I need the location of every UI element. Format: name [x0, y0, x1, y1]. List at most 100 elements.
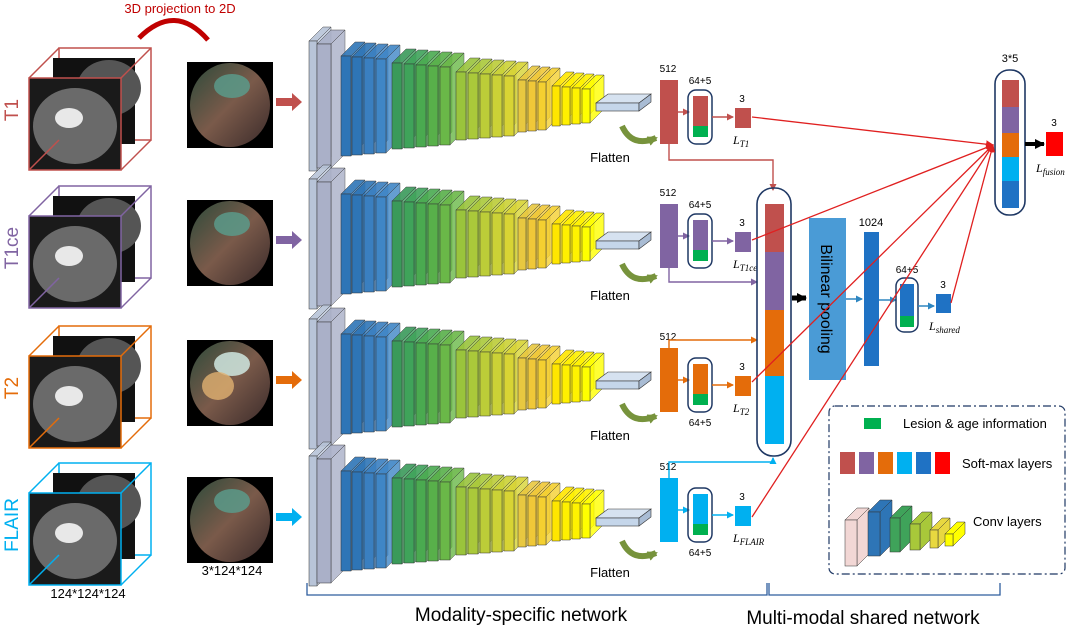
t1-conv-layer-4 — [351, 56, 363, 156]
concat-t1ce-block — [765, 252, 784, 310]
concat-t1-block — [765, 204, 784, 252]
t1ce-conv-layer-3 — [340, 193, 352, 295]
t1-fc-size: 512 — [660, 64, 677, 75]
flair-lesion — [55, 523, 83, 543]
concat-capsule — [756, 187, 792, 457]
t1-conv-layer-9 — [415, 64, 427, 148]
t1ce-flatten-bar-side — [638, 231, 652, 250]
t1ce-fc-block — [660, 204, 678, 268]
multimodal-shared-label: Multi-modal shared network — [746, 608, 980, 629]
t1ce-projection-image — [187, 200, 273, 286]
t1-lesion — [55, 108, 83, 128]
t1ce-conv-layer-21 — [561, 224, 571, 264]
t2-to-concat-arrow — [668, 336, 758, 348]
flair-to-fusion-arrow — [751, 144, 994, 518]
shared-lesion-block — [900, 316, 914, 327]
t1ce-conv-layer-14 — [479, 211, 491, 277]
fusion-flair-block — [1002, 157, 1019, 181]
modality-specific-bracket — [306, 583, 768, 596]
t2-conv-layer-20 — [551, 363, 561, 405]
t1-conv-layer-5 — [363, 57, 375, 155]
t1-flatten-arrow — [619, 124, 658, 146]
t1-conv-layer-7 — [391, 62, 403, 150]
t1-conv-layer-11 — [439, 66, 451, 146]
t1ce-small-size: 64+5 — [689, 200, 712, 211]
legend-conv-2 — [867, 511, 881, 557]
t2-conv-layer-16 — [503, 353, 515, 415]
flair-conv-layer-16 — [503, 490, 515, 552]
t2-out-block — [735, 376, 751, 396]
fusion-concat-size: 3*5 — [1002, 53, 1019, 65]
t1ce-conv-layer-10 — [427, 203, 439, 285]
flair-conv-layer-20 — [551, 500, 561, 542]
t1ce-conv-layer-22 — [571, 225, 581, 263]
t1ce-conv-layer-23 — [581, 226, 591, 262]
shared-to-fusion-arrow — [950, 144, 996, 304]
flair-conv-layer-12 — [455, 486, 467, 556]
fusion-out-size: 3 — [1051, 118, 1057, 129]
t2-conv-layer-2 — [316, 321, 332, 447]
t1-flatten-label: Flatten — [590, 150, 630, 165]
t1-conv-layer-14 — [479, 73, 491, 139]
legend-conv-5 — [929, 529, 939, 549]
flair-small-size: 64+5 — [689, 548, 712, 559]
flair-conv-layer-11 — [439, 481, 451, 561]
t1ce-conv-layer-15 — [491, 212, 503, 276]
t1ce-modality-label: T1ce — [2, 227, 23, 269]
t1ce-conv-layer-8 — [403, 201, 415, 287]
flair-conv-layer-2 — [316, 458, 332, 584]
t1-conv-layer-23 — [581, 88, 591, 124]
t1-conv-layer-13 — [467, 72, 479, 140]
legend-softmax-label: Soft-max layers — [962, 456, 1053, 471]
bilinear-pooling-block — [809, 218, 846, 380]
fusion-t1-block — [1002, 80, 1019, 107]
t2-small-size: 64+5 — [689, 418, 712, 429]
flair-conv-layer-19 — [537, 496, 547, 546]
legend-conv-4 — [909, 523, 921, 551]
fusion-t2-block — [1002, 133, 1019, 157]
legend-conv-1 — [844, 519, 858, 567]
t1ce-loss-label: LT1ce — [732, 257, 757, 273]
projection-label: 3D projection to 2D — [124, 1, 235, 16]
t1-flatten-bar-side — [638, 93, 652, 112]
projection-arc — [137, 18, 210, 42]
flair-conv-layer-18 — [527, 495, 537, 547]
t2-conv-layer-11 — [439, 344, 451, 424]
t1-conv-layer-8 — [403, 63, 415, 149]
t2-conv-layer-10 — [427, 343, 439, 425]
t1ce-conv-layer-20 — [551, 223, 561, 265]
t2-conv-layer-18 — [527, 358, 537, 410]
concat-flair-block — [765, 376, 784, 444]
t2-fc-size: 512 — [660, 332, 677, 343]
t1ce-conv-layer-5 — [363, 195, 375, 293]
t1ce-conv-layer-12 — [455, 209, 467, 279]
t2-projection-image — [187, 340, 273, 426]
modality-rows: T1Flatten51264+53LT1T1ceFlatten51264+53L… — [2, 26, 777, 587]
t1ce-flatten-label: Flatten — [590, 288, 630, 303]
flair-conv-layer-9 — [415, 479, 427, 563]
t1ce-out-block — [735, 232, 751, 252]
legend-conv-6 — [944, 533, 954, 547]
t1-conv-layer-21 — [561, 86, 571, 126]
flair-out-block — [735, 506, 751, 526]
t2-input-arrow — [276, 371, 302, 389]
t1ce-conv-layer-6 — [375, 196, 387, 292]
t2-lesion-age-block — [693, 394, 708, 405]
shared-out-size: 3 — [940, 280, 946, 291]
t2-lesion — [55, 386, 83, 406]
flair-flatten-bar — [595, 517, 640, 527]
t2-flatten-label: Flatten — [590, 428, 630, 443]
shared-small-size: 64+5 — [896, 265, 919, 276]
shared-fc-size: 1024 — [859, 217, 883, 229]
t1ce-conv-layer-9 — [415, 202, 427, 286]
t2-conv-layer-17 — [517, 357, 527, 411]
t1ce-conv-layer-19 — [537, 219, 547, 269]
legend-lesion-swatch — [864, 418, 881, 429]
fusion-arrows — [751, 116, 996, 518]
t1ce-lesion — [55, 246, 83, 266]
t2-flatten-bar — [595, 380, 640, 390]
t2-conv-layer-23 — [581, 366, 591, 402]
bilinear-pooling-label: Bilinear pooling — [817, 244, 834, 353]
flair-conv-layer-7 — [391, 477, 403, 565]
